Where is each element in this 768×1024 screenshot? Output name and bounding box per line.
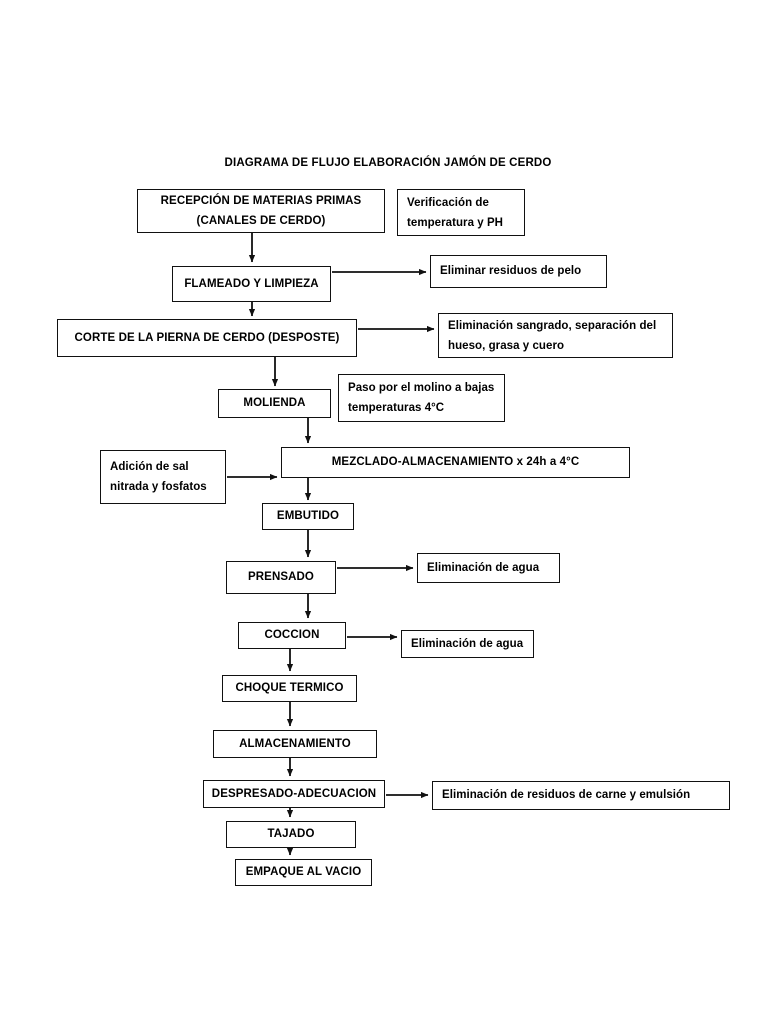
node-tajado[interactable]: TAJADO xyxy=(226,821,356,848)
node-mezclado-label: MEZCLADO-ALMACENAMIENTO x 24h a 4°C xyxy=(331,456,580,468)
node-eliminacion-sangrado-line2: hueso, grasa y cuero xyxy=(448,339,565,352)
node-eliminacion-sangrado-line1: Eliminación sangrado, separación del xyxy=(448,319,657,332)
node-elim-residuos-carne-label: Eliminación de residuos de carne y emuls… xyxy=(442,789,691,801)
node-verificacion-line1: Verificación de xyxy=(407,196,489,209)
node-paso-molino[interactable]: Paso por el molino a bajas temperaturas … xyxy=(338,374,505,422)
node-corte-pierna-cerdo[interactable]: CORTE DE LA PIERNA DE CERDO (DESPOSTE) xyxy=(57,319,357,357)
node-elim-agua-1-label: Eliminación de agua xyxy=(427,561,540,574)
node-embutido-label: EMBUTIDO xyxy=(276,510,340,522)
node-empaque-label: EMPAQUE AL VACIO xyxy=(245,866,362,878)
node-recepcion-materias-primas[interactable]: RECEPCIÓN DE MATERIAS PRIMAS (CANALES DE… xyxy=(137,189,385,233)
node-almacenamiento-label: ALMACENAMIENTO xyxy=(239,737,351,750)
node-recepcion-line1: RECEPCIÓN DE MATERIAS PRIMAS xyxy=(160,195,362,207)
node-adicion-sal-line2: nitrada y fosfatos xyxy=(110,481,207,493)
node-embutido[interactable]: EMBUTIDO xyxy=(262,503,354,530)
node-despresado-adecuacion[interactable]: DESPRESADO-ADECUACION xyxy=(203,780,385,808)
node-adicion-sal-line1: Adición de sal xyxy=(110,461,189,473)
node-eliminacion-agua-coccion[interactable]: Eliminación de agua xyxy=(401,630,534,658)
node-elim-agua-2-label: Eliminación de agua xyxy=(411,637,524,650)
node-despresado-label: DESPRESADO-ADECUACION xyxy=(211,787,377,800)
page-title: DIAGRAMA DE FLUJO ELABORACIÓN JAMÓN DE C… xyxy=(224,157,552,169)
node-flameado-label: FLAMEADO Y LIMPIEZA xyxy=(184,277,319,290)
node-almacenamiento[interactable]: ALMACENAMIENTO xyxy=(213,730,377,758)
node-eliminacion-agua-prensado[interactable]: Eliminación de agua xyxy=(417,553,560,583)
node-paso-molino-line1: Paso por el molino a bajas xyxy=(348,382,495,394)
node-flameado-limpieza[interactable]: FLAMEADO Y LIMPIEZA xyxy=(172,266,331,302)
node-verificacion-temperatura-ph[interactable]: Verificación de temperatura y PH xyxy=(397,189,525,236)
node-coccion-label: COCCION xyxy=(264,629,320,641)
node-adicion-sal-nitrada[interactable]: Adición de sal nitrada y fosfatos xyxy=(100,450,226,504)
node-prensado[interactable]: PRENSADO xyxy=(226,561,336,594)
node-choque-termico-label: CHOQUE TERMICO xyxy=(235,682,344,694)
node-mezclado-almacenamiento[interactable]: MEZCLADO-ALMACENAMIENTO x 24h a 4°C xyxy=(281,447,630,478)
node-empaque-al-vacio[interactable]: EMPAQUE AL VACIO xyxy=(235,859,372,886)
node-corte-label: CORTE DE LA PIERNA DE CERDO (DESPOSTE) xyxy=(74,331,340,344)
node-paso-molino-line2: temperaturas 4°C xyxy=(348,402,445,414)
node-eliminacion-sangrado[interactable]: Eliminación sangrado, separación del hue… xyxy=(438,313,673,358)
node-eliminacion-residuos-carne[interactable]: Eliminación de residuos de carne y emuls… xyxy=(432,781,730,810)
node-molienda[interactable]: MOLIENDA xyxy=(218,389,331,418)
node-molienda-label: MOLIENDA xyxy=(243,397,306,409)
node-coccion[interactable]: COCCION xyxy=(238,622,346,649)
node-eliminar-residuos-pelo[interactable]: Eliminar residuos de pelo xyxy=(430,255,607,288)
node-recepcion-line2: (CANALES DE CERDO) xyxy=(196,215,326,227)
node-verificacion-line2: temperatura y PH xyxy=(407,216,504,229)
node-eliminar-pelo-label: Eliminar residuos de pelo xyxy=(440,265,582,277)
node-choque-termico[interactable]: CHOQUE TERMICO xyxy=(222,675,357,702)
node-prensado-label: PRENSADO xyxy=(248,571,314,583)
node-tajado-label: TAJADO xyxy=(267,828,315,840)
